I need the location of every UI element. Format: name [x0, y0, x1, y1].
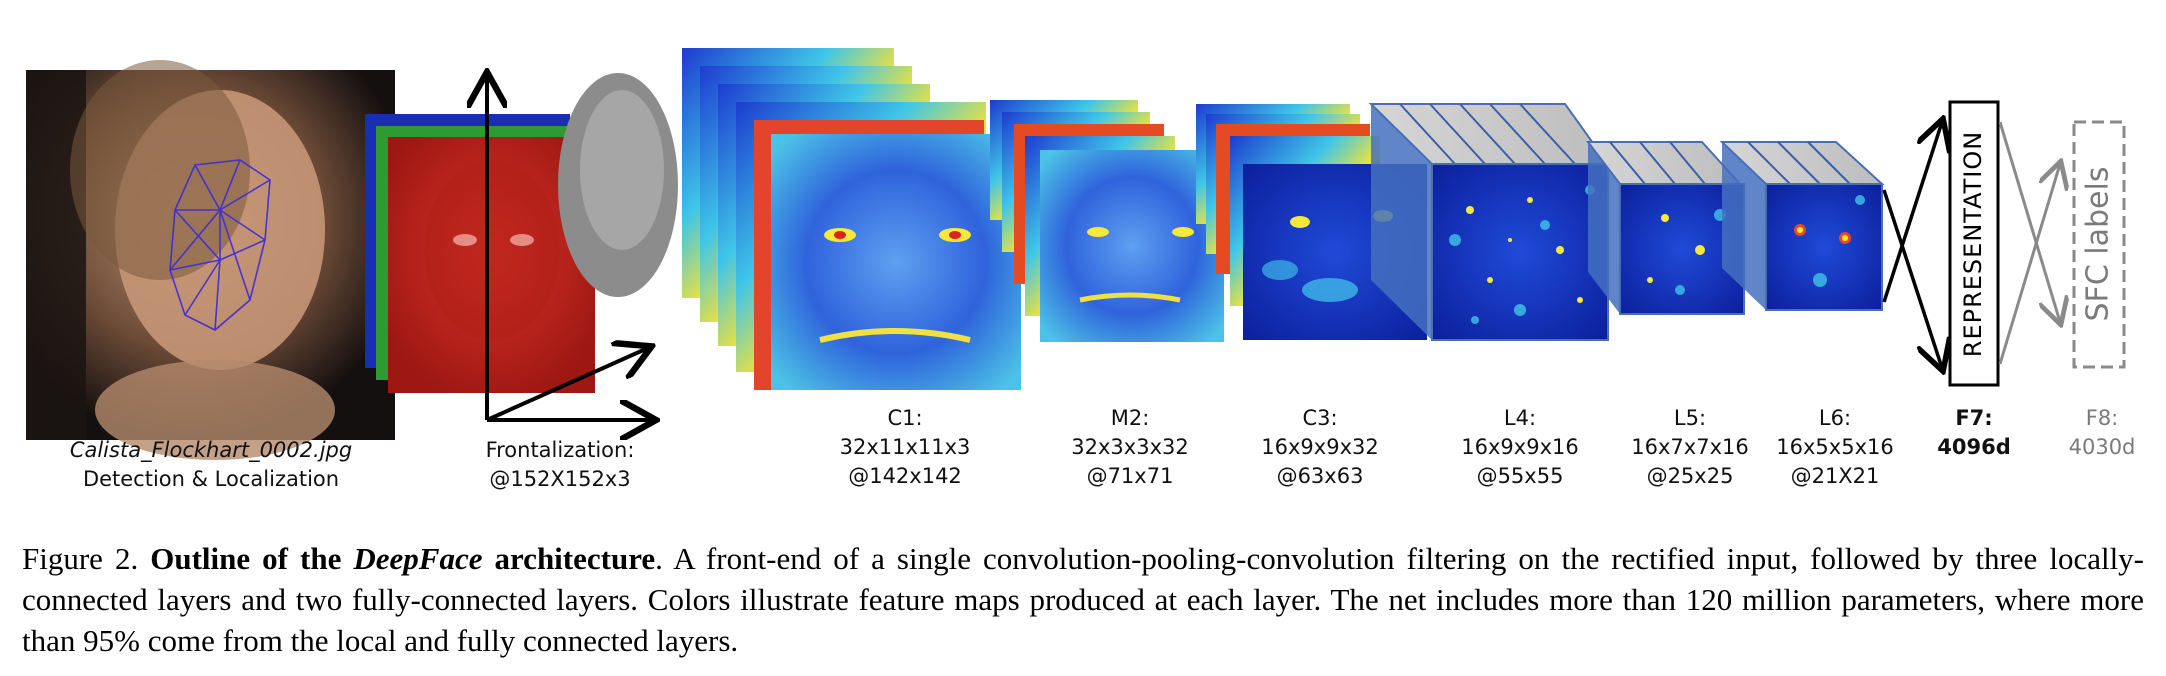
- frontalization-axes: [487, 76, 652, 420]
- f8-sfc-labels-box: SFC labels: [2072, 120, 2126, 369]
- 3d-face-model: [558, 73, 678, 297]
- layer-label-f7: F7: 4096d: [1924, 404, 2024, 462]
- layer-label-l4: L4: 16x9x9x16 @55x55: [1430, 404, 1610, 491]
- layer-label-l6: L6: 16x5x5x16 @21X21: [1745, 404, 1925, 491]
- landmark-mesh: [169, 159, 271, 331]
- frontalization-label: Frontalization: @152X152x3: [455, 436, 665, 494]
- layer-label-l5: L5: 16x7x7x16 @25x25: [1600, 404, 1780, 491]
- m2-feature-maps: [990, 100, 1224, 342]
- input-label: Calista_Flockhart_0002.jpg Detection & L…: [26, 436, 396, 494]
- layer-spec: 16x9x9x32: [1261, 435, 1379, 459]
- layer-name: L5:: [1673, 406, 1707, 430]
- layer-name: M2:: [1110, 406, 1150, 430]
- c1-feature-maps: [682, 48, 1021, 390]
- layer-name: C3:: [1302, 406, 1338, 430]
- l4-feature-maps: [1368, 103, 1610, 341]
- input-filename: Calista_Flockhart_0002.jpg: [69, 438, 353, 462]
- caption-deepface: DeepFace: [353, 541, 483, 576]
- f7-connections: [1882, 122, 1942, 368]
- layer-spec: 16x7x7x16: [1631, 435, 1749, 459]
- layer-spec: 32x11x11x3: [839, 435, 971, 459]
- input-photo: [26, 60, 395, 460]
- layer-size: @55x55: [1476, 464, 1564, 488]
- f8-box-label: SFC labels: [2081, 167, 2116, 322]
- architecture-diagram: REPRESENTATION SFC labels: [26, 48, 2126, 460]
- c3-feature-maps: [1196, 104, 1427, 340]
- l6-feature-maps: [1719, 141, 1885, 311]
- layer-name: F7:: [1955, 406, 1993, 430]
- layer-spec: 32x3x3x32: [1071, 435, 1189, 459]
- f7-box-label: REPRESENTATION: [1959, 131, 1987, 357]
- layer-name: L6:: [1818, 406, 1852, 430]
- layer-label-c3: C3: 16x9x9x32 @63x63: [1230, 404, 1410, 491]
- layer-name: L4:: [1503, 406, 1537, 430]
- f7-representation-box: REPRESENTATION: [1948, 100, 2000, 387]
- l5-feature-maps: [1585, 141, 1745, 315]
- layer-size: @142x142: [848, 464, 962, 488]
- layer-size: @63x63: [1276, 464, 1364, 488]
- layer-spec: 16x5x5x16: [1776, 435, 1894, 459]
- layer-name: C1:: [887, 406, 923, 430]
- layer-size: @25x25: [1646, 464, 1734, 488]
- layer-label-m2: M2: 32x3x3x32 @71x71: [1040, 404, 1220, 491]
- f8-connections: [1998, 121, 2060, 365]
- figure-caption: Figure 2. Outline of the DeepFace archit…: [22, 538, 2144, 661]
- layer-size: 4096d: [1937, 435, 2011, 459]
- frontalization-name: Frontalization:: [485, 438, 635, 462]
- input-stage-label: Detection & Localization: [82, 467, 340, 491]
- caption-body: . A front-end of a single convolution-po…: [22, 541, 2145, 658]
- layer-label-c1: C1: 32x11x11x3 @142x142: [810, 404, 1000, 491]
- layer-size: 4030d: [2068, 435, 2136, 459]
- layer-size: @71x71: [1086, 464, 1174, 488]
- frontalization-stack: [365, 114, 595, 393]
- layer-name: F8:: [2085, 406, 2119, 430]
- layer-label-f8: F8: 4030d: [2052, 404, 2152, 462]
- caption-figure-number: Figure 2.: [22, 541, 139, 576]
- frontalization-size: @152X152x3: [489, 467, 631, 491]
- layer-size: @21X21: [1790, 464, 1880, 488]
- layer-spec: 16x9x9x16: [1461, 435, 1579, 459]
- caption-title: Outline of the DeepFace architecture: [150, 541, 656, 576]
